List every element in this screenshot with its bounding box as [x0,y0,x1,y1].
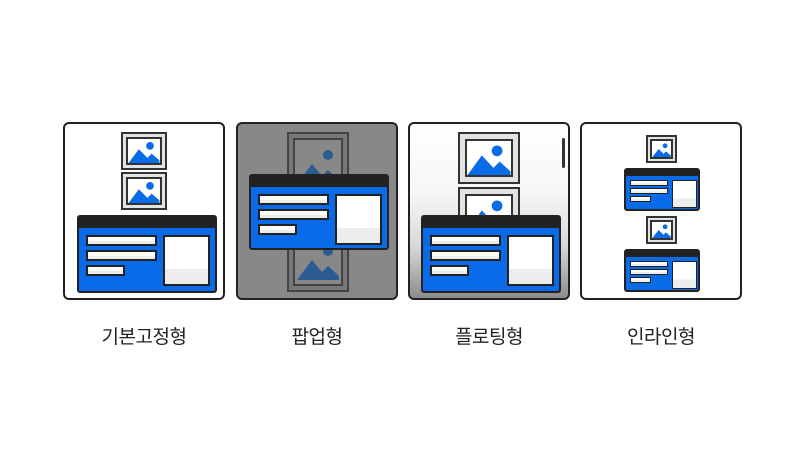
label-popup: 팝업형 [291,326,343,348]
panel-floating [408,122,570,300]
image-icon [121,172,167,210]
label-fixed: 기본고정형 [101,326,187,348]
image-icon [458,132,520,184]
label-inline: 인라인형 [627,326,695,348]
content-window [77,215,217,293]
inline-window [624,168,700,211]
image-icon [646,216,677,244]
panel-popup [236,122,398,300]
inline-window [624,249,700,292]
panel-inline [580,122,742,300]
label-floating: 플로팅형 [455,326,523,348]
scrollbar[interactable] [562,138,565,168]
panel-fixed [63,122,225,300]
image-icon [121,132,167,170]
image-icon [646,135,677,163]
floating-window [421,215,561,293]
popup-window [249,174,389,250]
